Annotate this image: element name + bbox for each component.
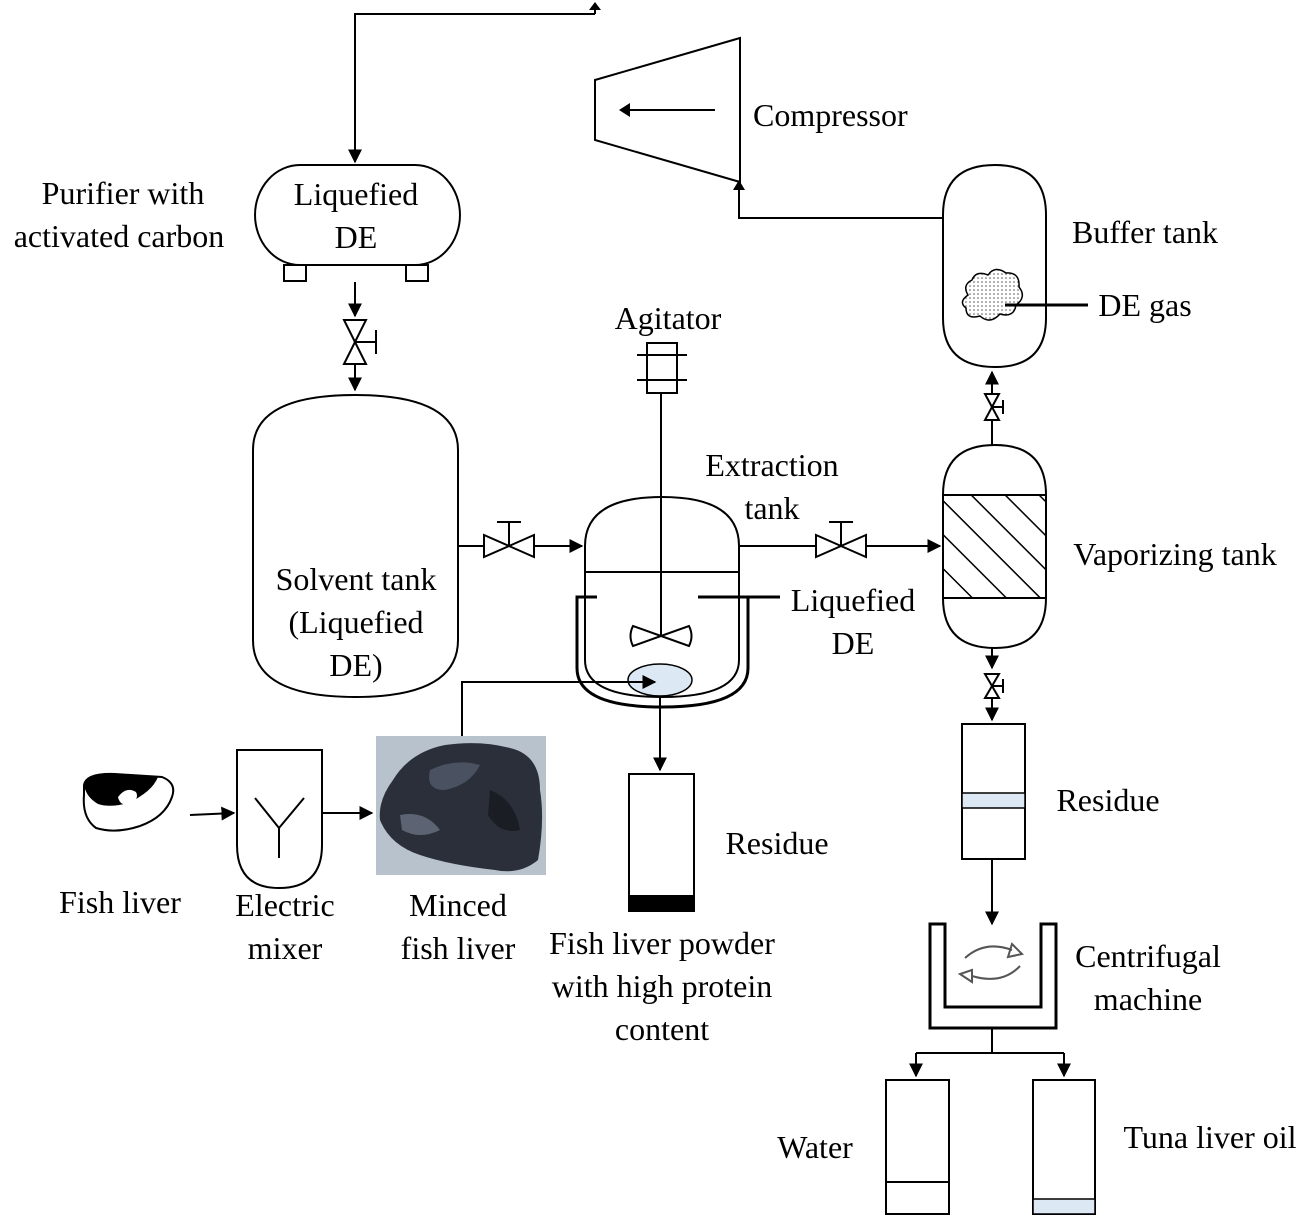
vaporizing-tank [942, 443, 1047, 650]
extraction-to-vaporizing-line [739, 521, 942, 559]
agitator [629, 342, 693, 648]
residue-container-center [628, 773, 695, 912]
centrifugal-machine [928, 922, 1058, 1030]
minced-to-extraction-line [461, 675, 657, 736]
water-label: Water [777, 1129, 853, 1165]
solvent-tank-label-3: DE) [329, 647, 382, 683]
water-container [885, 1079, 950, 1215]
minced-fish-liver-photo [376, 736, 546, 875]
vaporizing-tank-label: Vaporizing tank [1073, 536, 1277, 572]
centrifuge-split-lines [909, 1028, 1071, 1078]
solvent-tank-label-2: (Liquefied [288, 604, 423, 640]
liver-to-mixer-line [189, 806, 236, 821]
residue-right-label: Residue [1056, 782, 1159, 818]
extraction-tank-label-1: Extraction [705, 447, 838, 483]
de-gas-cloud-icon [961, 268, 1024, 321]
extraction-tank [575, 495, 750, 709]
vaporizing-to-buffer-line [983, 370, 1004, 445]
centrifuge-label-1: Centrifugal [1075, 938, 1221, 974]
agitator-label: Agitator [615, 300, 722, 336]
purifier-vessel [254, 164, 461, 282]
purifier-inner-label-1: Liquefied [294, 176, 418, 212]
purifier-inner-label-2: DE [335, 219, 378, 255]
compressor-label: Compressor [753, 97, 908, 133]
electric-mixer [236, 749, 323, 890]
mixer-label-1: Electric [235, 887, 334, 923]
purifier-label-1: Purifier with [42, 175, 205, 211]
buffer-to-compressor-line [733, 180, 943, 219]
solvent-tank-label-1: Solvent tank [276, 561, 437, 597]
purifier-to-solvent-line [342, 282, 377, 392]
solvent-to-extraction-line [458, 521, 584, 559]
residue-container-right [961, 723, 1026, 860]
de-gas-label: DE gas [1098, 287, 1191, 323]
tuna-oil-container [1032, 1079, 1096, 1215]
minced-label-2: fish liver [401, 930, 516, 966]
minced-label-1: Minced [409, 887, 507, 923]
liquefied-de-label-2: DE [832, 625, 875, 661]
powder-label-1: Fish liver powder [549, 925, 775, 961]
liquefied-de-label-1: Liquefied [791, 582, 915, 618]
purifier-label-2: activated carbon [14, 218, 225, 254]
residue-center-label: Residue [725, 825, 828, 861]
mixer-label-2: mixer [248, 930, 323, 966]
powder-label-3: content [615, 1011, 709, 1047]
buffer-tank-label: Buffer tank [1072, 214, 1218, 250]
fish-liver-icon [82, 772, 175, 832]
solvent-tank [252, 393, 459, 699]
fish-liver-label: Fish liver [59, 884, 181, 920]
tuna-oil-label: Tuna liver oil [1123, 1119, 1296, 1155]
vaporizing-to-residue-line [983, 648, 1004, 722]
centrifuge-label-2: machine [1094, 981, 1202, 1017]
recycle-line [348, 2, 601, 164]
extraction-tank-label-2: tank [744, 490, 799, 526]
compressor [594, 36, 741, 184]
powder-label-2: with high protein [552, 968, 772, 1004]
buffer-tank [942, 163, 1047, 369]
